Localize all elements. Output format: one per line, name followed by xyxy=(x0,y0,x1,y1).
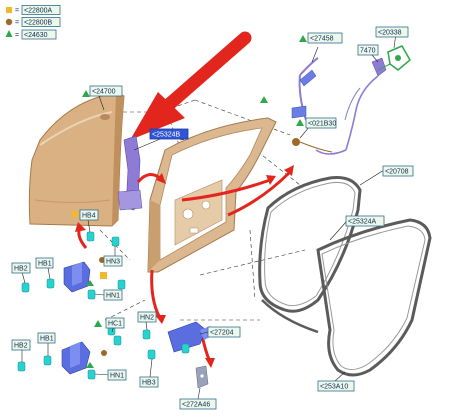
svg-text:HB2: HB2 xyxy=(14,343,28,350)
legend-triangle-swatch xyxy=(5,30,13,37)
lower-hinge-group xyxy=(61,341,107,375)
label-hinge-lower-n1[interactable]: HN1 xyxy=(107,369,127,381)
legend-eq-2: = xyxy=(15,20,19,27)
child-lock-switch xyxy=(377,45,411,71)
svg-text:<25324B: <25324B xyxy=(152,132,181,139)
check-strap-clips xyxy=(142,329,190,360)
svg-text:7470: 7470 xyxy=(360,48,376,55)
svg-text:HN1: HN1 xyxy=(106,293,120,300)
svg-text:HC1: HC1 xyxy=(108,321,122,328)
svg-text:HB3: HB3 xyxy=(142,380,156,387)
legend-circle-swatch xyxy=(5,18,13,26)
legend-code-1[interactable]: <22800A xyxy=(24,8,53,15)
svg-text:HB4: HB4 xyxy=(82,213,96,220)
label-weatherstrip-lower[interactable]: <253A10 xyxy=(317,380,355,392)
label-hinge-upper-b2[interactable]: HB2 xyxy=(11,262,31,274)
svg-text:HB1: HB1 xyxy=(38,261,52,268)
legend-code-2[interactable]: <22800B xyxy=(24,20,53,27)
svg-text:HB2: HB2 xyxy=(14,266,28,273)
label-hinge-lower-b1[interactable]: HB1 xyxy=(37,332,56,344)
label-hinge-upper-n3[interactable]: HN3 xyxy=(103,255,123,267)
weatherstrip-lower xyxy=(261,299,319,334)
lower-hinge-clips xyxy=(17,325,122,380)
svg-text:<27458: <27458 xyxy=(310,36,334,43)
label-upper-hinge[interactable]: HB4 xyxy=(72,209,99,221)
upper-hinge-clips xyxy=(21,231,126,300)
svg-text:<25324A: <25324A xyxy=(348,219,377,226)
highlight-arrow xyxy=(130,31,252,140)
label-hinge-upper-b1[interactable]: HB1 xyxy=(35,257,54,269)
svg-text:<253A10: <253A10 xyxy=(320,384,348,391)
latch-module xyxy=(291,57,319,121)
label-wiring[interactable]: <021B30 xyxy=(296,117,337,129)
label-child-lock[interactable]: <20338 xyxy=(375,26,409,38)
part-labels: <24700 <25324B <27458 <20338 7470 <021B3… xyxy=(11,26,414,410)
label-check-n2[interactable]: HN2 xyxy=(137,311,157,323)
legend: = <22800A = <22800B = <24630 xyxy=(5,5,61,40)
check-bracket xyxy=(195,365,209,389)
wiring-connector xyxy=(260,96,333,153)
svg-text:<20708: <20708 xyxy=(385,169,409,176)
label-check-bracket[interactable]: <272A46 xyxy=(179,398,217,410)
lock-rod-assembly xyxy=(315,57,387,155)
svg-text:<021B30: <021B30 xyxy=(308,121,336,128)
label-weatherstrip-inner[interactable]: <25324A xyxy=(345,215,385,227)
label-lower-hinge-c1[interactable]: HC1 xyxy=(94,317,125,329)
svg-text:HB1: HB1 xyxy=(40,336,54,343)
upper-hinge-group xyxy=(63,257,107,293)
label-door-shell[interactable]: <24700 xyxy=(82,85,123,97)
label-latch-module[interactable]: <27458 xyxy=(299,32,343,44)
label-door-trim-bracket[interactable]: <25324B xyxy=(149,128,189,140)
svg-text:HN2: HN2 xyxy=(140,315,154,322)
leader-lines xyxy=(21,32,397,400)
svg-text:<272A46: <272A46 xyxy=(182,402,210,409)
legend-square-swatch xyxy=(6,7,12,13)
label-check-b3[interactable]: HB3 xyxy=(139,376,159,388)
weatherstrip-inner xyxy=(316,218,432,377)
legend-code-3[interactable]: <24630 xyxy=(24,32,48,39)
svg-text:HN3: HN3 xyxy=(106,259,120,266)
label-check-strap[interactable]: <27204 xyxy=(207,326,241,338)
door-trim-bracket xyxy=(117,135,143,211)
label-lock-rod[interactable]: 7470 xyxy=(357,44,379,56)
label-weatherstrip-outer[interactable]: <20708 xyxy=(382,165,414,177)
svg-text:<24700: <24700 xyxy=(92,89,116,96)
door-outer-skin xyxy=(28,92,125,227)
legend-eq-3: = xyxy=(15,32,19,39)
svg-text:<20338: <20338 xyxy=(378,30,402,37)
label-hinge-upper-n1[interactable]: HN1 xyxy=(103,289,123,301)
weatherstrip-outer xyxy=(258,176,362,313)
svg-text:<27204: <27204 xyxy=(210,330,234,337)
svg-text:HN1: HN1 xyxy=(110,373,124,380)
label-hinge-lower-b2[interactable]: HB2 xyxy=(11,339,31,351)
legend-eq-1: = xyxy=(15,8,19,15)
